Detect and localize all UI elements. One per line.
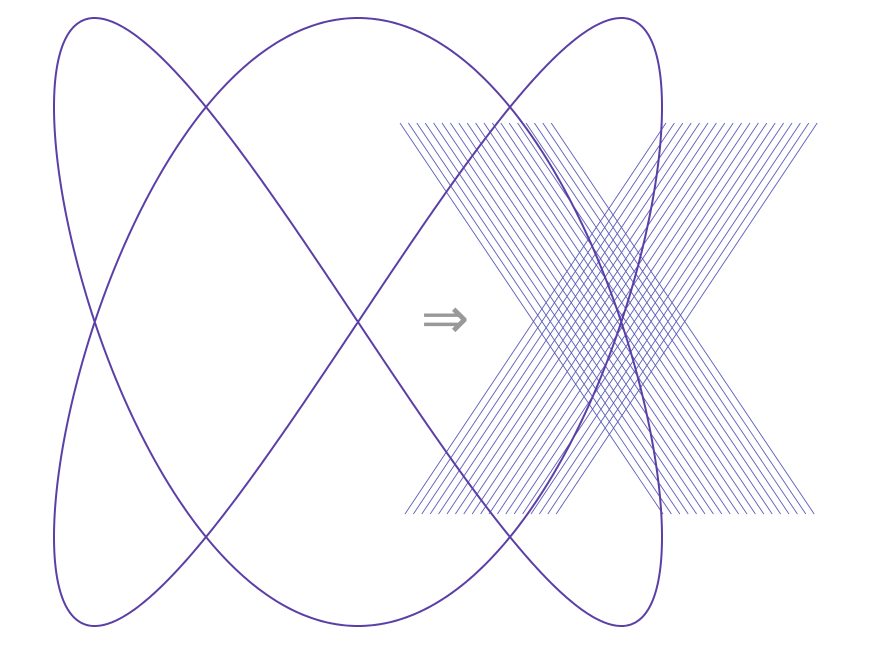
crossing-lines-pattern [399, 122, 818, 515]
hatch-line-up-6 [455, 122, 717, 515]
hatch-line-down-3 [424, 122, 689, 515]
hatch-line-down-14 [517, 122, 781, 515]
hatch-line-down-8 [466, 122, 731, 515]
hatch-line-up-8 [471, 122, 734, 515]
hatch-line-up-14 [522, 122, 784, 515]
hatch-line-down-5 [441, 122, 706, 515]
hatch-line-up-0 [404, 122, 667, 515]
implies-arrow: ⇒ [421, 284, 470, 352]
hatch-line-up-9 [480, 122, 742, 515]
hatch-line-up-16 [539, 122, 801, 515]
lissajous-curve [52, 16, 664, 628]
hatch-line-up-7 [463, 122, 726, 515]
hatch-line-down-1 [408, 122, 672, 515]
hatch-line-down-15 [525, 122, 790, 515]
hatch-line-up-11 [497, 122, 759, 515]
hatch-line-up-2 [421, 122, 684, 515]
hatch-line-down-18 [550, 122, 815, 515]
hatch-line-up-18 [555, 122, 818, 515]
hatch-line-down-11 [492, 122, 756, 515]
hatch-line-down-9 [475, 122, 739, 515]
hatch-line-up-3 [429, 122, 692, 515]
hatch-line-up-4 [438, 122, 700, 515]
hatch-line-down-16 [534, 122, 798, 515]
hatch-line-down-0 [399, 122, 664, 515]
hatch-line-up-1 [413, 122, 675, 515]
hatch-line-down-13 [508, 122, 773, 515]
hatch-line-down-12 [500, 122, 765, 515]
hatch-line-down-10 [483, 122, 748, 515]
hatch-line-down-6 [450, 122, 714, 515]
hatch-line-up-5 [446, 122, 709, 515]
hatch-line-up-15 [530, 122, 793, 515]
hatch-line-down-17 [542, 122, 807, 515]
hatch-line-down-7 [458, 122, 723, 515]
hatch-line-up-17 [547, 122, 810, 515]
hatch-line-up-13 [513, 122, 776, 515]
hatch-line-down-2 [416, 122, 681, 515]
hatch-line-up-12 [505, 122, 768, 515]
